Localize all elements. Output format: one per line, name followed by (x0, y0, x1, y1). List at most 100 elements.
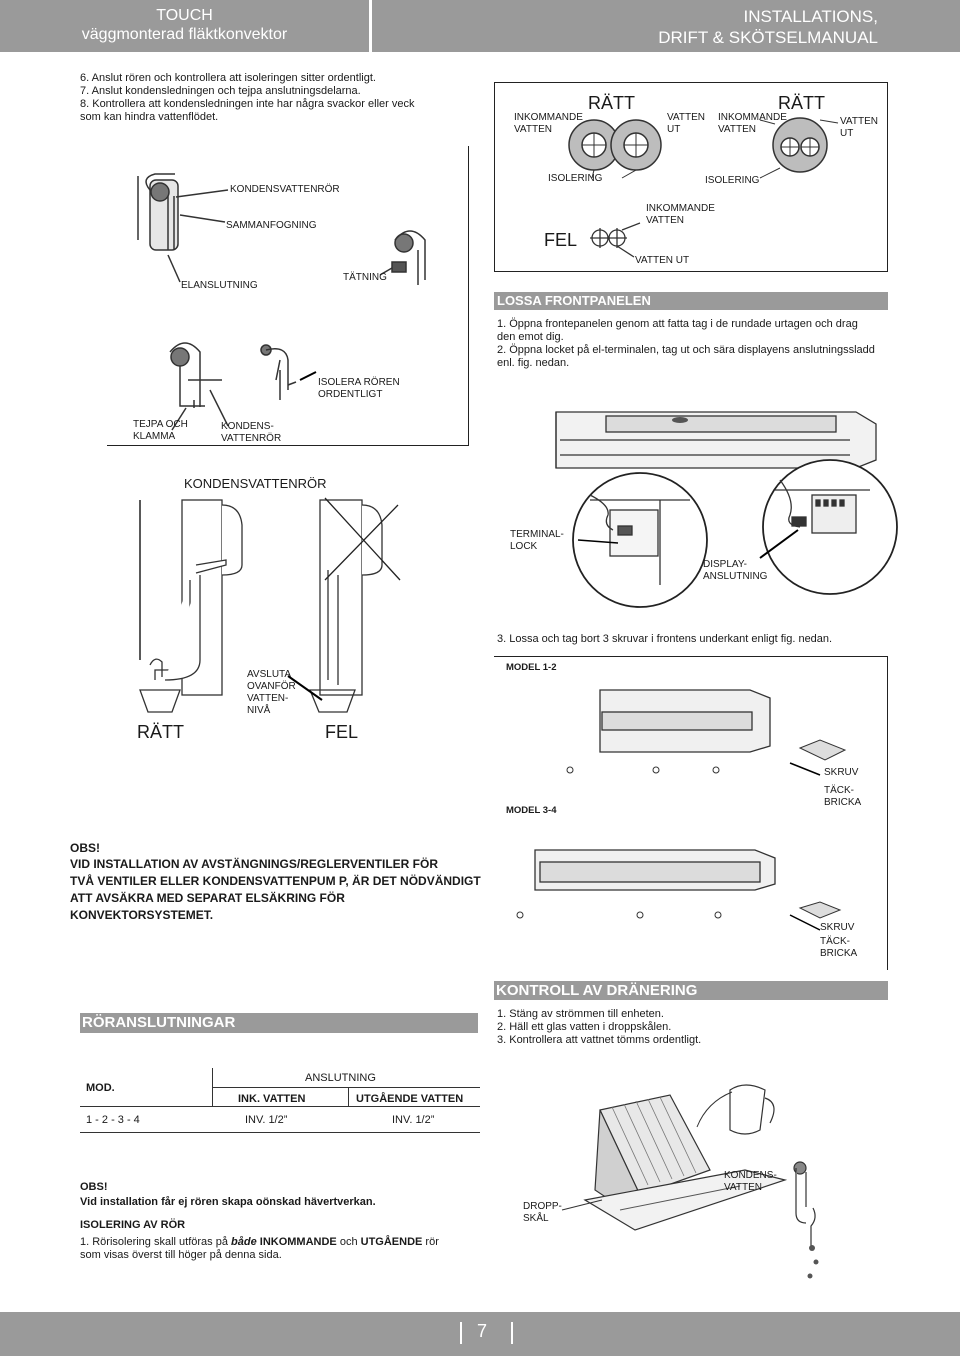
header-left: TOUCH väggmonterad fläktkonvektor (0, 0, 369, 52)
table-divider-h1 (212, 1087, 480, 1088)
page-number: 7 (477, 1321, 488, 1341)
label-isolering-1: ISOLERING (548, 173, 603, 184)
header-right: INSTALLATIONS, DRIFT & SKÖTSELMANUAL (372, 0, 960, 52)
connection-table: MOD. ANSLUTNING INK. VATTEN UTGÅENDE VAT… (80, 1068, 480, 1133)
table-cell-utg: INV. 1/2” (392, 1114, 435, 1126)
lossa-step-2: 2. Öppna locket på el-terminalen, tag ut… (497, 344, 875, 356)
label-droppskal: DROPP- SKÅL (523, 1201, 562, 1225)
label-droppskal-l2: SKÅL (523, 1213, 549, 1224)
header-product: TOUCH (156, 7, 213, 24)
label-inkommande-1: INKOMMANDE VATTEN (514, 112, 583, 136)
obs1-line-2: TVÅ VENTILER ELLER KONDENSVATTENPUM P, Ä… (70, 874, 481, 888)
label-inkommande-1-l2: VATTEN (514, 124, 552, 135)
label-tatning: TÄTNING (343, 272, 387, 283)
label-ratt-2: RÄTT (778, 93, 825, 113)
obs2-text: Vid installation får ej rören skapa oöns… (80, 1196, 376, 1208)
label-terminal-l2: LOCK (510, 541, 538, 552)
iso-post: rör (422, 1236, 439, 1248)
label-display: DISPLAY- ANSLUTNING (703, 559, 767, 583)
header-subtitle: väggmonterad fläktkonvektor (81, 26, 288, 43)
iso-utgaende: UTGÅENDE (360, 1236, 423, 1248)
lossa-step-1-cont: den emot dig. (497, 331, 564, 343)
label-tejpa-l2: KLAMMA (133, 431, 176, 442)
label-ratt-3: RÄTT (137, 722, 184, 742)
insulation-figure-frame (494, 82, 888, 272)
table-header-anslutning: ANSLUTNING (305, 1072, 376, 1084)
iso-em: både (231, 1236, 257, 1248)
obs1-text: VID INSTALLATION AV AVSTÄNGNINGS/REGLERV… (70, 856, 490, 924)
label-terminal-lock: TERMINAL- LOCK (510, 529, 564, 553)
obs1-title: OBS! (70, 841, 100, 855)
label-vatten-ut-2-l1: VATTEN (840, 116, 878, 127)
header-title-1: INSTALLATIONS, (743, 7, 878, 26)
intro-step-7: 7. Anslut kondensledningen och tejpa ans… (80, 85, 361, 97)
label-fel-1: FEL (544, 230, 578, 250)
intro-step-6: 6. Anslut rören och kontrollera att isol… (80, 72, 376, 84)
table-header-mod: MOD. (86, 1082, 115, 1094)
label-avsluta-l2: OVANFÖR (247, 681, 296, 692)
label-avsluta-l4: NIVÅ (247, 705, 271, 716)
table-cell-mod: 1 - 2 - 3 - 4 (86, 1114, 140, 1126)
label-inkommande-2: INKOMMANDE VATTEN (718, 112, 787, 136)
label-tack-1-l1: TÄCK- (824, 785, 854, 796)
label-kondensvatten: KONDENS- VATTEN (724, 1170, 777, 1194)
label-tejpa-l1: TEJPA OCH (133, 419, 188, 430)
label-model-34: MODEL 3-4 (506, 805, 557, 816)
label-isolera-l2: ORDENTLIGT (318, 389, 383, 400)
label-ratt-1: RÄTT (588, 93, 635, 113)
label-vatten-ut-1-l1: VATTEN (667, 112, 705, 123)
iso-and: och (336, 1236, 361, 1248)
label-vatten-ut-2-l2: UT (840, 128, 854, 139)
label-kondensvatten-l2: VATTEN (724, 1182, 762, 1193)
table-header-ink: INK. VATTEN (238, 1093, 306, 1105)
kontroll-step-1: 1. Stäng av strömmen till enheten. (497, 1008, 664, 1020)
kontroll-steps: 1. Stäng av strömmen till enheten. 2. Hä… (497, 1008, 701, 1047)
lossa-step-3: 3. Lossa och tag bort 3 skruvar i fronte… (497, 633, 833, 645)
label-tack-1: TÄCK- BRICKA (824, 785, 861, 809)
intro-steps: 6. Anslut rören och kontrollera att isol… (80, 72, 480, 124)
label-inkommande-2-l2: VATTEN (718, 124, 756, 135)
table-header-utg: UTGÅENDE VATTEN (356, 1093, 464, 1105)
iso-inkommande: INKOMMANDE (256, 1236, 337, 1248)
label-avsluta: AVSLUTA OVANFÖR VATTEN- NIVÅ (247, 669, 296, 717)
obs2-title: OBS! (80, 1181, 108, 1193)
label-display-l2: ANSLUTNING (703, 571, 768, 582)
label-kondens-l2: VATTENRÖR (221, 433, 282, 444)
lossa-step-1: 1. Öppna frontepanelen genom att fatta t… (497, 318, 858, 330)
label-skruv-1: SKRUV (824, 767, 859, 778)
label-droppskal-l1: DROPP- (523, 1201, 562, 1212)
label-vatten-ut-2: VATTEN UT (840, 116, 878, 140)
table-divider-h2 (80, 1106, 480, 1107)
label-tack-2: TÄCK- BRICKA (820, 936, 857, 960)
label-vatten-ut-3: VATTEN UT (635, 255, 690, 266)
label-inkommande-3: INKOMMANDE VATTEN (646, 203, 715, 227)
label-fel-2: FEL (325, 722, 359, 742)
label-terminal-l1: TERMINAL- (510, 529, 564, 540)
label-tejpa: TEJPA OCH KLAMMA (133, 419, 188, 443)
label-isolera: ISOLERA RÖREN ORDENTLIGT (318, 377, 400, 401)
label-kondensvattenror-1: KONDENSVATTENRÖR (230, 184, 340, 195)
obs1-line-1: VID INSTALLATION AV AVSTÄNGNINGS/REGLERV… (70, 857, 439, 871)
pipe-figure-frame (107, 146, 469, 446)
lossa-step-2-cont: enl. fig. nedan. (497, 357, 570, 369)
label-sammanfogning: SAMMANFOGNING (226, 220, 317, 231)
models-frame (494, 656, 888, 970)
label-tack-1-l2: BRICKA (824, 797, 862, 808)
label-isolering-2: ISOLERING (705, 175, 760, 186)
lossa-steps: 1. Öppna frontepanelen genom att fatta t… (497, 318, 897, 370)
table-divider-v2 (348, 1087, 349, 1106)
label-kondensvattenror-2: KONDENS- VATTENRÖR (221, 421, 281, 445)
obs1-line-3: ATT AVSÄKRA MED SEPARAT ELSÄKRING FÖR KO… (70, 891, 345, 922)
label-tack-2-l1: TÄCK- (820, 936, 850, 947)
label-inkommande-2-l1: INKOMMANDE (718, 112, 787, 123)
intro-step-8-cont: som kan hindra vattenflödet. (80, 111, 219, 123)
label-display-l1: DISPLAY- (703, 559, 747, 570)
label-inkommande-3-l1: INKOMMANDE (646, 203, 715, 214)
label-inkommande-1-l1: INKOMMANDE (514, 112, 583, 123)
label-kondensvatten-l1: KONDENS- (724, 1170, 777, 1181)
